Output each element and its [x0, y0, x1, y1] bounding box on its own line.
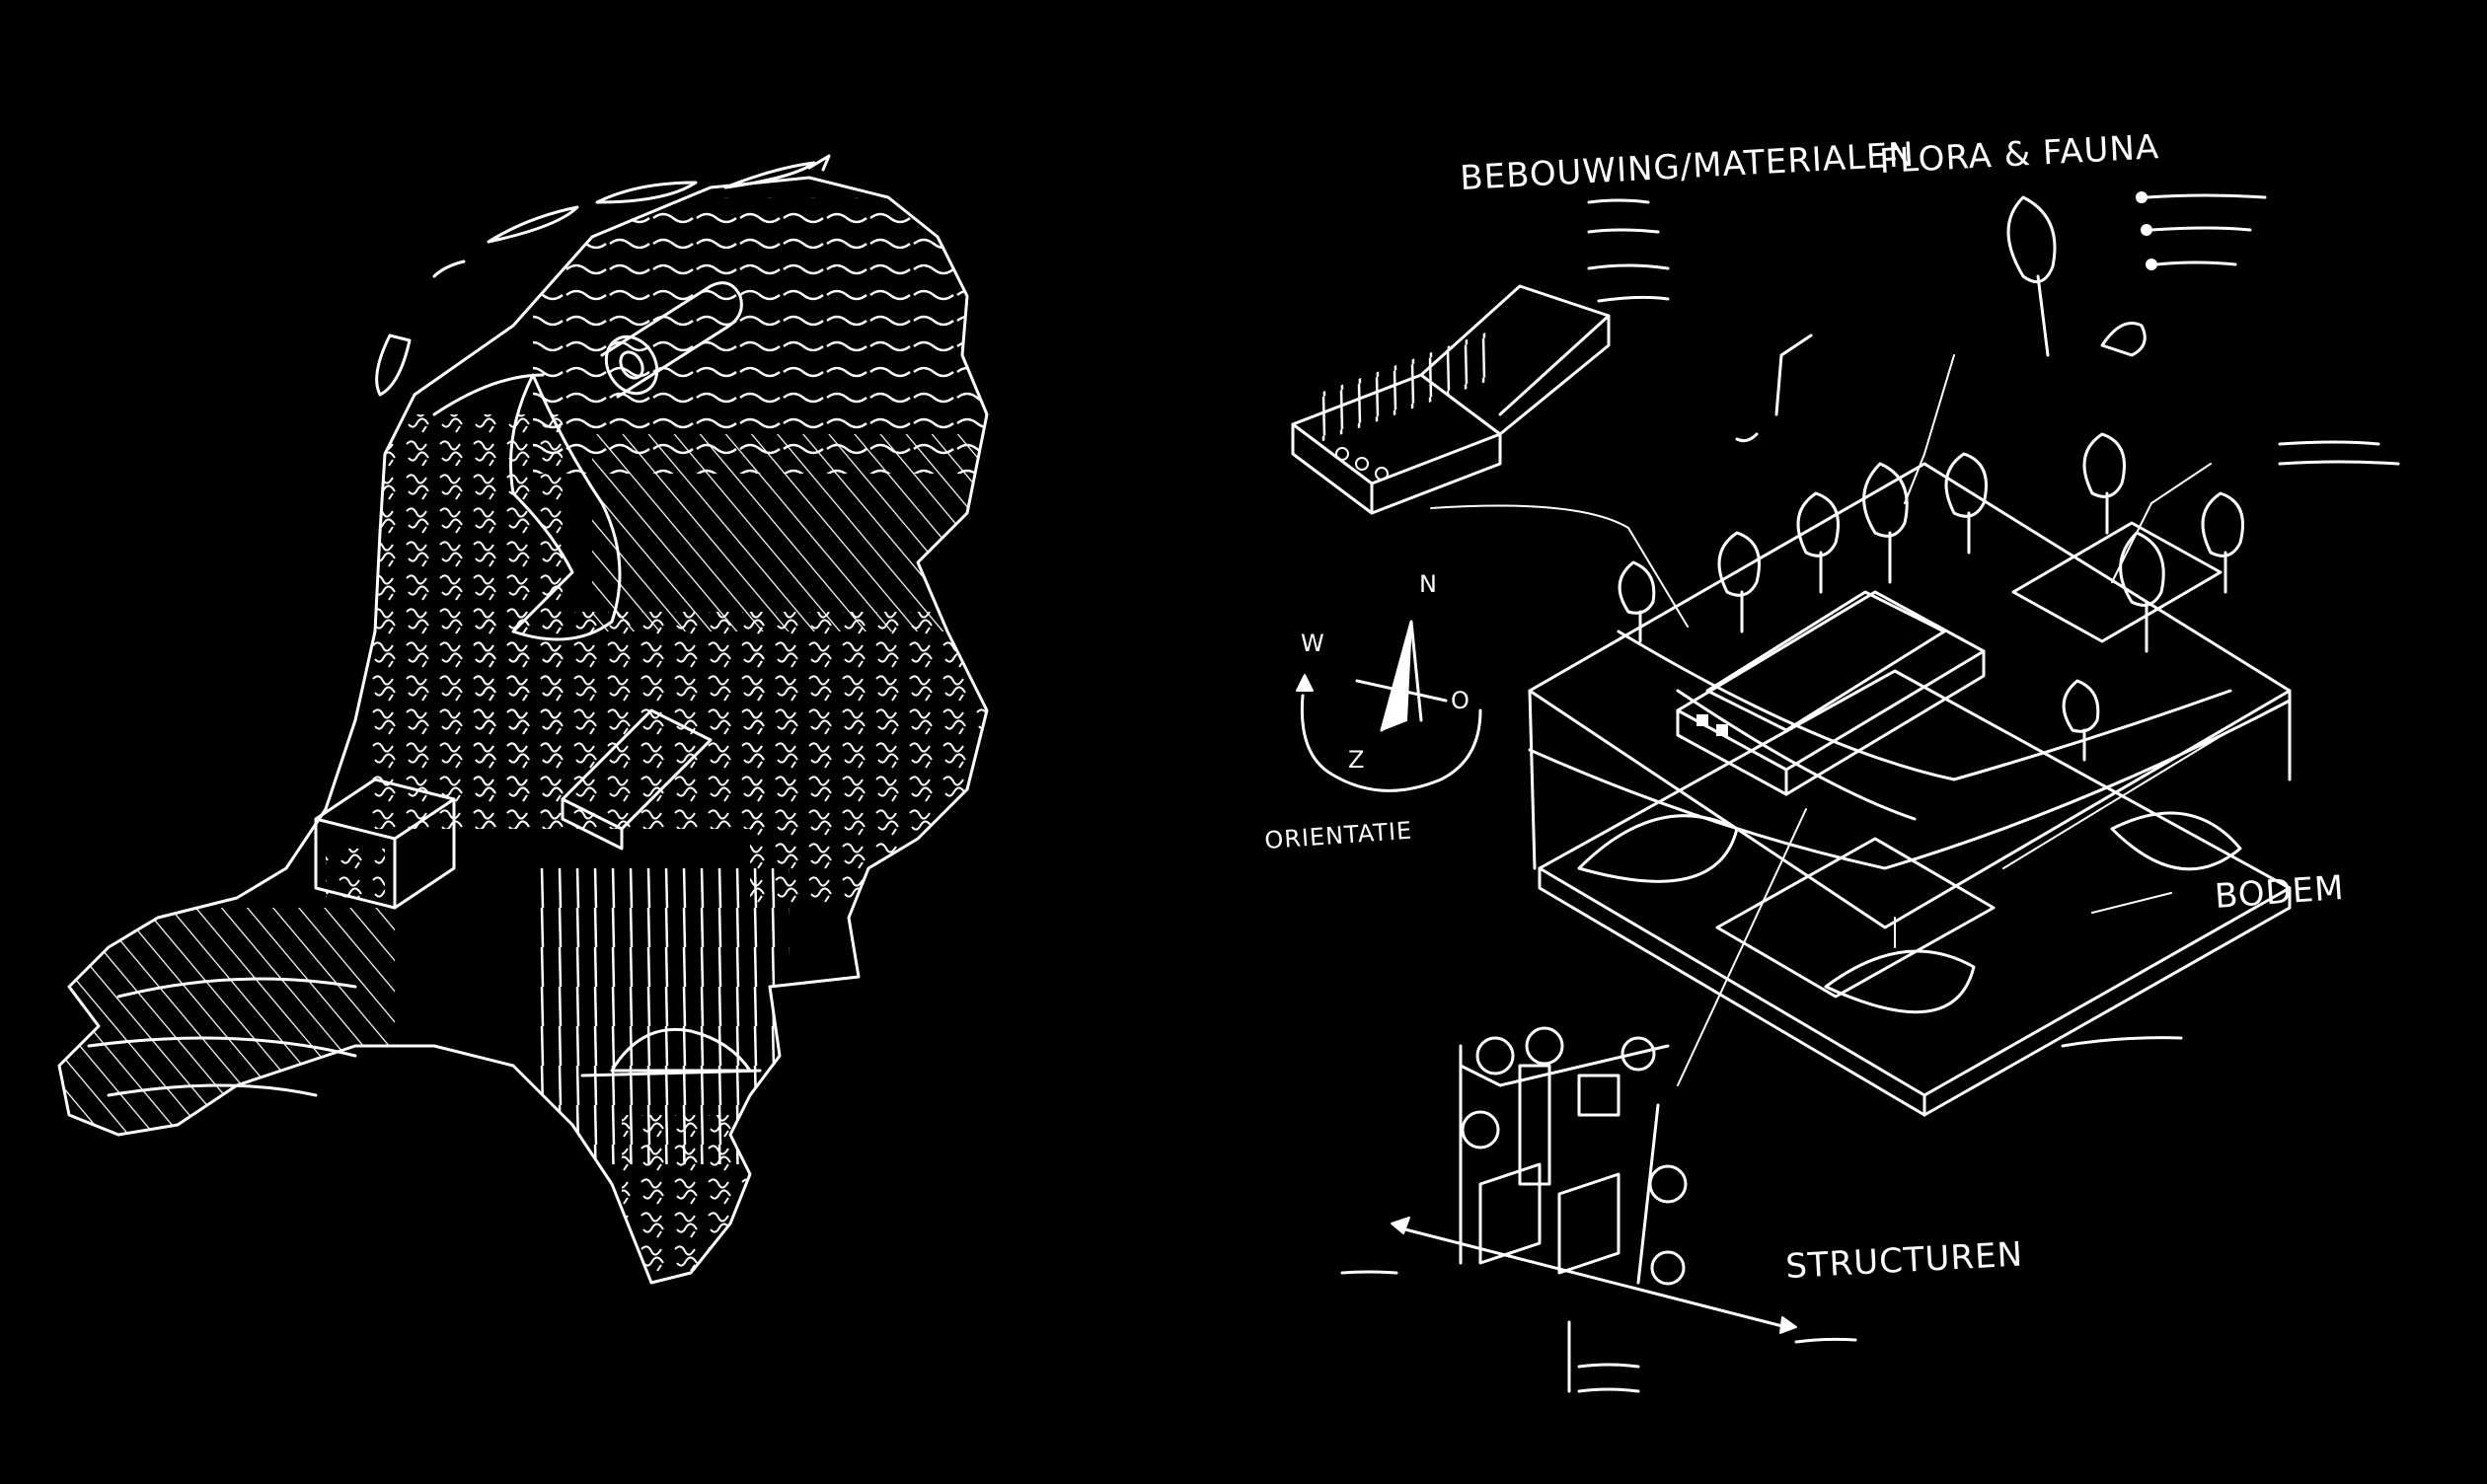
- label-bebouwing: BEBOUWING/MATERIALEN: [1459, 135, 1916, 198]
- map-block-west: [314, 778, 456, 910]
- limburg-scribble: [622, 1115, 780, 1283]
- trees: [1618, 195, 2244, 762]
- top-layer-slab: [1528, 462, 2292, 929]
- label-structuren: STRUCTUREN: [1784, 1234, 2024, 1287]
- compass-n: N: [1419, 570, 1438, 598]
- compass-w: W: [1301, 630, 1325, 657]
- label-flora-fauna: FLORA & FAUNA: [1878, 127, 2160, 182]
- map-mound-south: [580, 1027, 762, 1077]
- compass-o: O: [1451, 687, 1470, 714]
- label-orientatie: ORIENTATIE: [1263, 817, 1413, 854]
- north-region-hatch: [533, 197, 987, 474]
- northeast-region-hatch: [592, 434, 987, 631]
- center-region-scribble: [474, 612, 770, 829]
- structures-floating: [1391, 1026, 1797, 1393]
- compass-z: Z: [1348, 746, 1365, 774]
- leader-lines: [1430, 354, 2212, 914]
- compass: N W O Z: [1296, 570, 1482, 792]
- farmhouse-floating: [1291, 284, 1611, 515]
- wadden-islands: [375, 154, 831, 397]
- map-cylinder-north: [600, 281, 743, 399]
- map-block-center: [561, 708, 713, 851]
- netherlands-map-sketch: [57, 154, 989, 1285]
- east-region-scribble: [750, 612, 987, 908]
- annotation-lines: [1340, 191, 2400, 1393]
- southwest-region-hatch: [59, 908, 395, 1135]
- soil-layer-slab: [1538, 669, 2292, 1117]
- layer-diagram: BEBOUWING/MATERIALEN FLORA & FAUNA ORIEN…: [1263, 127, 2400, 1393]
